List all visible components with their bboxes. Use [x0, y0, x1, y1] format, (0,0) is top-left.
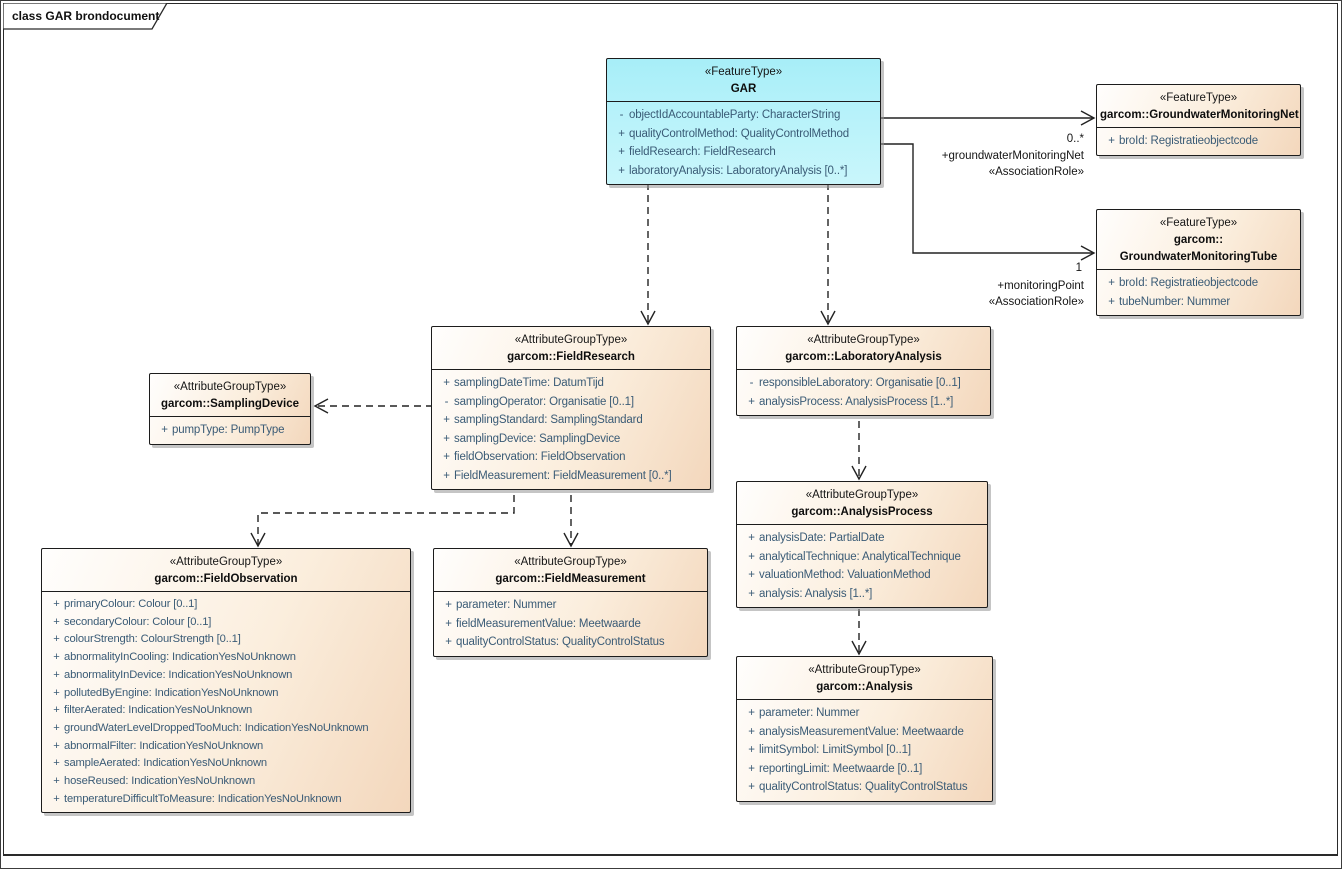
stereotype-label: «AttributeGroupType» [805, 489, 919, 501]
attribute-row: +analyticalTechnique: AnalyticalTechniqu… [748, 550, 961, 563]
stereotype-label: «AttributeGroupType» [173, 381, 287, 393]
attribute-row: +valuationMethod: ValuationMethod [748, 569, 931, 581]
stereotype-label: «FeatureType» [1159, 217, 1238, 229]
role-monitoringpoint: +monitoringPoint [997, 280, 1084, 292]
class-name: garcom::FieldObservation [154, 573, 298, 585]
connector-gar-groundwatermonitoringnet-association[interactable] [881, 110, 1096, 126]
attribute-row: +temperatureDifficultToMeasure: Indicati… [53, 792, 342, 805]
connector-fieldresearch-samplingdevice-dependency[interactable] [313, 398, 433, 414]
attribute-row: +abnormalFilter: IndicationYesNoUnknown [53, 739, 264, 752]
connector-analysisprocess-analysis-dependency[interactable] [851, 597, 867, 656]
attribute-row: +sampleAerated: IndicationYesNoUnknown [53, 757, 267, 770]
attribute-row: +parameter: Nummer [445, 599, 557, 611]
attribute-row: +samplingDevice: SamplingDevice [443, 432, 621, 445]
attribute-row: -objectIdAccountableParty: CharacterStri… [619, 109, 841, 121]
class-fieldresearch[interactable]: «AttributeGroupType» garcom::FieldResear… [431, 326, 711, 490]
attribute-row: +fieldObservation: FieldObservation [443, 451, 626, 463]
attribute-row: +broId: Registratieobjectcode [1108, 135, 1258, 147]
class-name: GAR [730, 83, 757, 95]
class-fieldmeasurement[interactable]: «AttributeGroupType» garcom::FieldMeasur… [433, 548, 708, 657]
attribute-compartment: +pumpType: PumpType [150, 416, 310, 444]
multiplicity-groundwatermonitoringnet: 0..* [1066, 133, 1084, 145]
stereotype-label: «AttributeGroupType» [514, 334, 628, 346]
connector-gar-groundwatermonitoringtube-association[interactable] [881, 143, 1096, 261]
attribute-row: +abnormalityInCooling: IndicationYesNoUn… [53, 651, 296, 664]
attribute-row: +pollutedByEngine: IndicationYesNoUnknow… [53, 686, 279, 699]
stereotype-label: «AttributeGroupType» [514, 556, 627, 568]
attribute-row: +primaryColour: Colour [0..1] [53, 598, 198, 610]
attribute-compartment: +parameter: Nummer +analysisMeasurementVa… [737, 699, 992, 801]
stereotype-label: «FeatureType» [704, 66, 783, 78]
class-name: garcom::GroundwaterMonitoringNet [1100, 109, 1299, 121]
connector-gar-fieldresearch-dependency[interactable] [640, 171, 656, 326]
attribute-row: +qualityControlStatus: QualityControlSta… [748, 781, 968, 793]
connector-fieldresearch-fieldobservation-dependency[interactable] [250, 471, 515, 548]
attribute-row: +laboratoryAnalysis: LaboratoryAnalysis … [618, 164, 848, 177]
attribute-row: +analysisProcess: AnalysisProcess [1..*] [748, 395, 954, 408]
attribute-compartment: -responsibleLaboratory: Organisatie [0..… [737, 369, 990, 415]
attribute-row: +colourStrength: ColourStrength [0..1] [53, 633, 241, 646]
attribute-compartment: +parameter: Nummer +fieldMeasurementValue… [434, 591, 707, 656]
class-name: garcom::FieldResearch [507, 351, 635, 363]
attribute-row: -samplingOperator: Organisatie [0..1] [444, 395, 634, 408]
attribute-row: +samplingDateTime: DatumTijd [443, 377, 604, 389]
attribute-row: +qualityControlStatus: QualityControlSta… [445, 636, 665, 648]
class-fieldobservation[interactable]: «AttributeGroupType» garcom::FieldObserv… [41, 548, 411, 814]
attribute-row: +analysisDate: PartialDate [748, 532, 885, 544]
class-gar[interactable]: «FeatureType» GAR -objectIdAccountablePa… [606, 58, 881, 185]
class-name: garcom::LaboratoryAnalysis [785, 351, 942, 363]
attribute-row: +parameter: Nummer [748, 707, 860, 719]
class-analysis[interactable]: «AttributeGroupType» garcom::Analysis +p… [736, 656, 993, 802]
attribute-row: +analysis: Analysis [1..*] [748, 587, 873, 600]
class-laboratoryanalysis[interactable]: «AttributeGroupType» garcom::LaboratoryA… [736, 326, 991, 416]
role-groundwatermonitoringnet: +groundwaterMonitoringNet [941, 150, 1084, 162]
class-groundwatermonitoringtube[interactable]: «FeatureType» garcom:: GroundwaterMonito… [1096, 209, 1301, 316]
attribute-row: +filterAerated: IndicationYesNoUnknown [53, 704, 253, 717]
attribute-compartment: +samplingDateTime: DatumTijd -samplingOpe… [432, 369, 710, 489]
stereotype-associationrole-tube: «AssociationRole» [988, 296, 1084, 308]
class-name: garcom::SamplingDevice [160, 398, 300, 410]
attribute-row: +broId: Registratieobjectcode [1108, 277, 1258, 289]
attribute-row: +secondaryColour: Colour [0..1] [53, 615, 212, 628]
diagram-frame [3, 3, 1338, 856]
class-name: garcom::AnalysisProcess [791, 506, 933, 518]
connector-gar-laboratoryanalysis-dependency[interactable] [820, 171, 836, 326]
attribute-row: -responsibleLaboratory: Organisatie [0..… [749, 377, 961, 389]
class-name: garcom:: GroundwaterMonitoringTube [1119, 234, 1278, 263]
stereotype-label: «FeatureType» [1159, 92, 1238, 104]
attribute-row: +samplingStandard: SamplingStandard [443, 414, 643, 426]
connector-laboratoryanalysis-analysisprocess-dependency[interactable] [851, 409, 867, 481]
class-analysisprocess[interactable]: «AttributeGroupType» garcom::AnalysisPro… [736, 481, 988, 608]
stereotype-label: «AttributeGroupType» [808, 664, 921, 676]
attribute-row: +abnormalityInDevice: IndicationYesNoUnk… [53, 668, 293, 681]
attribute-row: +FieldMeasurement: FieldMeasurement [0..… [443, 469, 672, 482]
attribute-row: +fieldResearch: FieldResearch [618, 146, 776, 158]
stereotype-label: «AttributeGroupType» [169, 556, 283, 568]
attribute-row: +reportingLimit: Meetwaarde [0..1] [748, 762, 923, 775]
attribute-compartment: +primaryColour: Colour [0..1] +secondaryC… [42, 591, 410, 812]
attribute-row: +limitSymbol: LimitSymbol [0..1] [748, 744, 911, 756]
attribute-compartment: +broId: Registratieobjectcode [1097, 127, 1300, 155]
attribute-row: +analysisMeasurementValue: Meetwaarde [748, 725, 964, 738]
attribute-compartment: -objectIdAccountableParty: CharacterStri… [607, 101, 880, 184]
attribute-compartment: +broId: Registratieobjectcode +tubeNumber… [1097, 269, 1300, 315]
diagram-title: class GAR brondocument [12, 9, 160, 23]
frame-title-tab [3, 3, 168, 30]
class-groundwatermonitoringnet[interactable]: «FeatureType» garcom::GroundwaterMonitor… [1096, 84, 1301, 156]
attribute-row: +groundWaterLevelDroppedTooMuch: Indicat… [53, 721, 369, 734]
multiplicity-monitoringpoint: 1 [1075, 262, 1082, 274]
class-name: garcom::Analysis [816, 681, 913, 693]
attribute-compartment: +analysisDate: PartialDate +analyticalTec… [737, 524, 987, 607]
stereotype-label: «AttributeGroupType» [807, 334, 920, 346]
attribute-row: +qualityControlMethod: QualityControlMet… [618, 127, 849, 140]
class-name: garcom::FieldMeasurement [495, 573, 646, 585]
attribute-row: +fieldMeasurementValue: Meetwaarde [445, 617, 641, 630]
attribute-row: +hoseReused: IndicationYesNoUnknown [53, 775, 256, 788]
attribute-row: +tubeNumber: Nummer [1108, 295, 1231, 308]
class-samplingdevice[interactable]: «AttributeGroupType» garcom::SamplingDev… [149, 373, 311, 445]
stereotype-associationrole-net: «AssociationRole» [988, 166, 1084, 178]
attribute-row: +pumpType: PumpType [161, 424, 285, 436]
